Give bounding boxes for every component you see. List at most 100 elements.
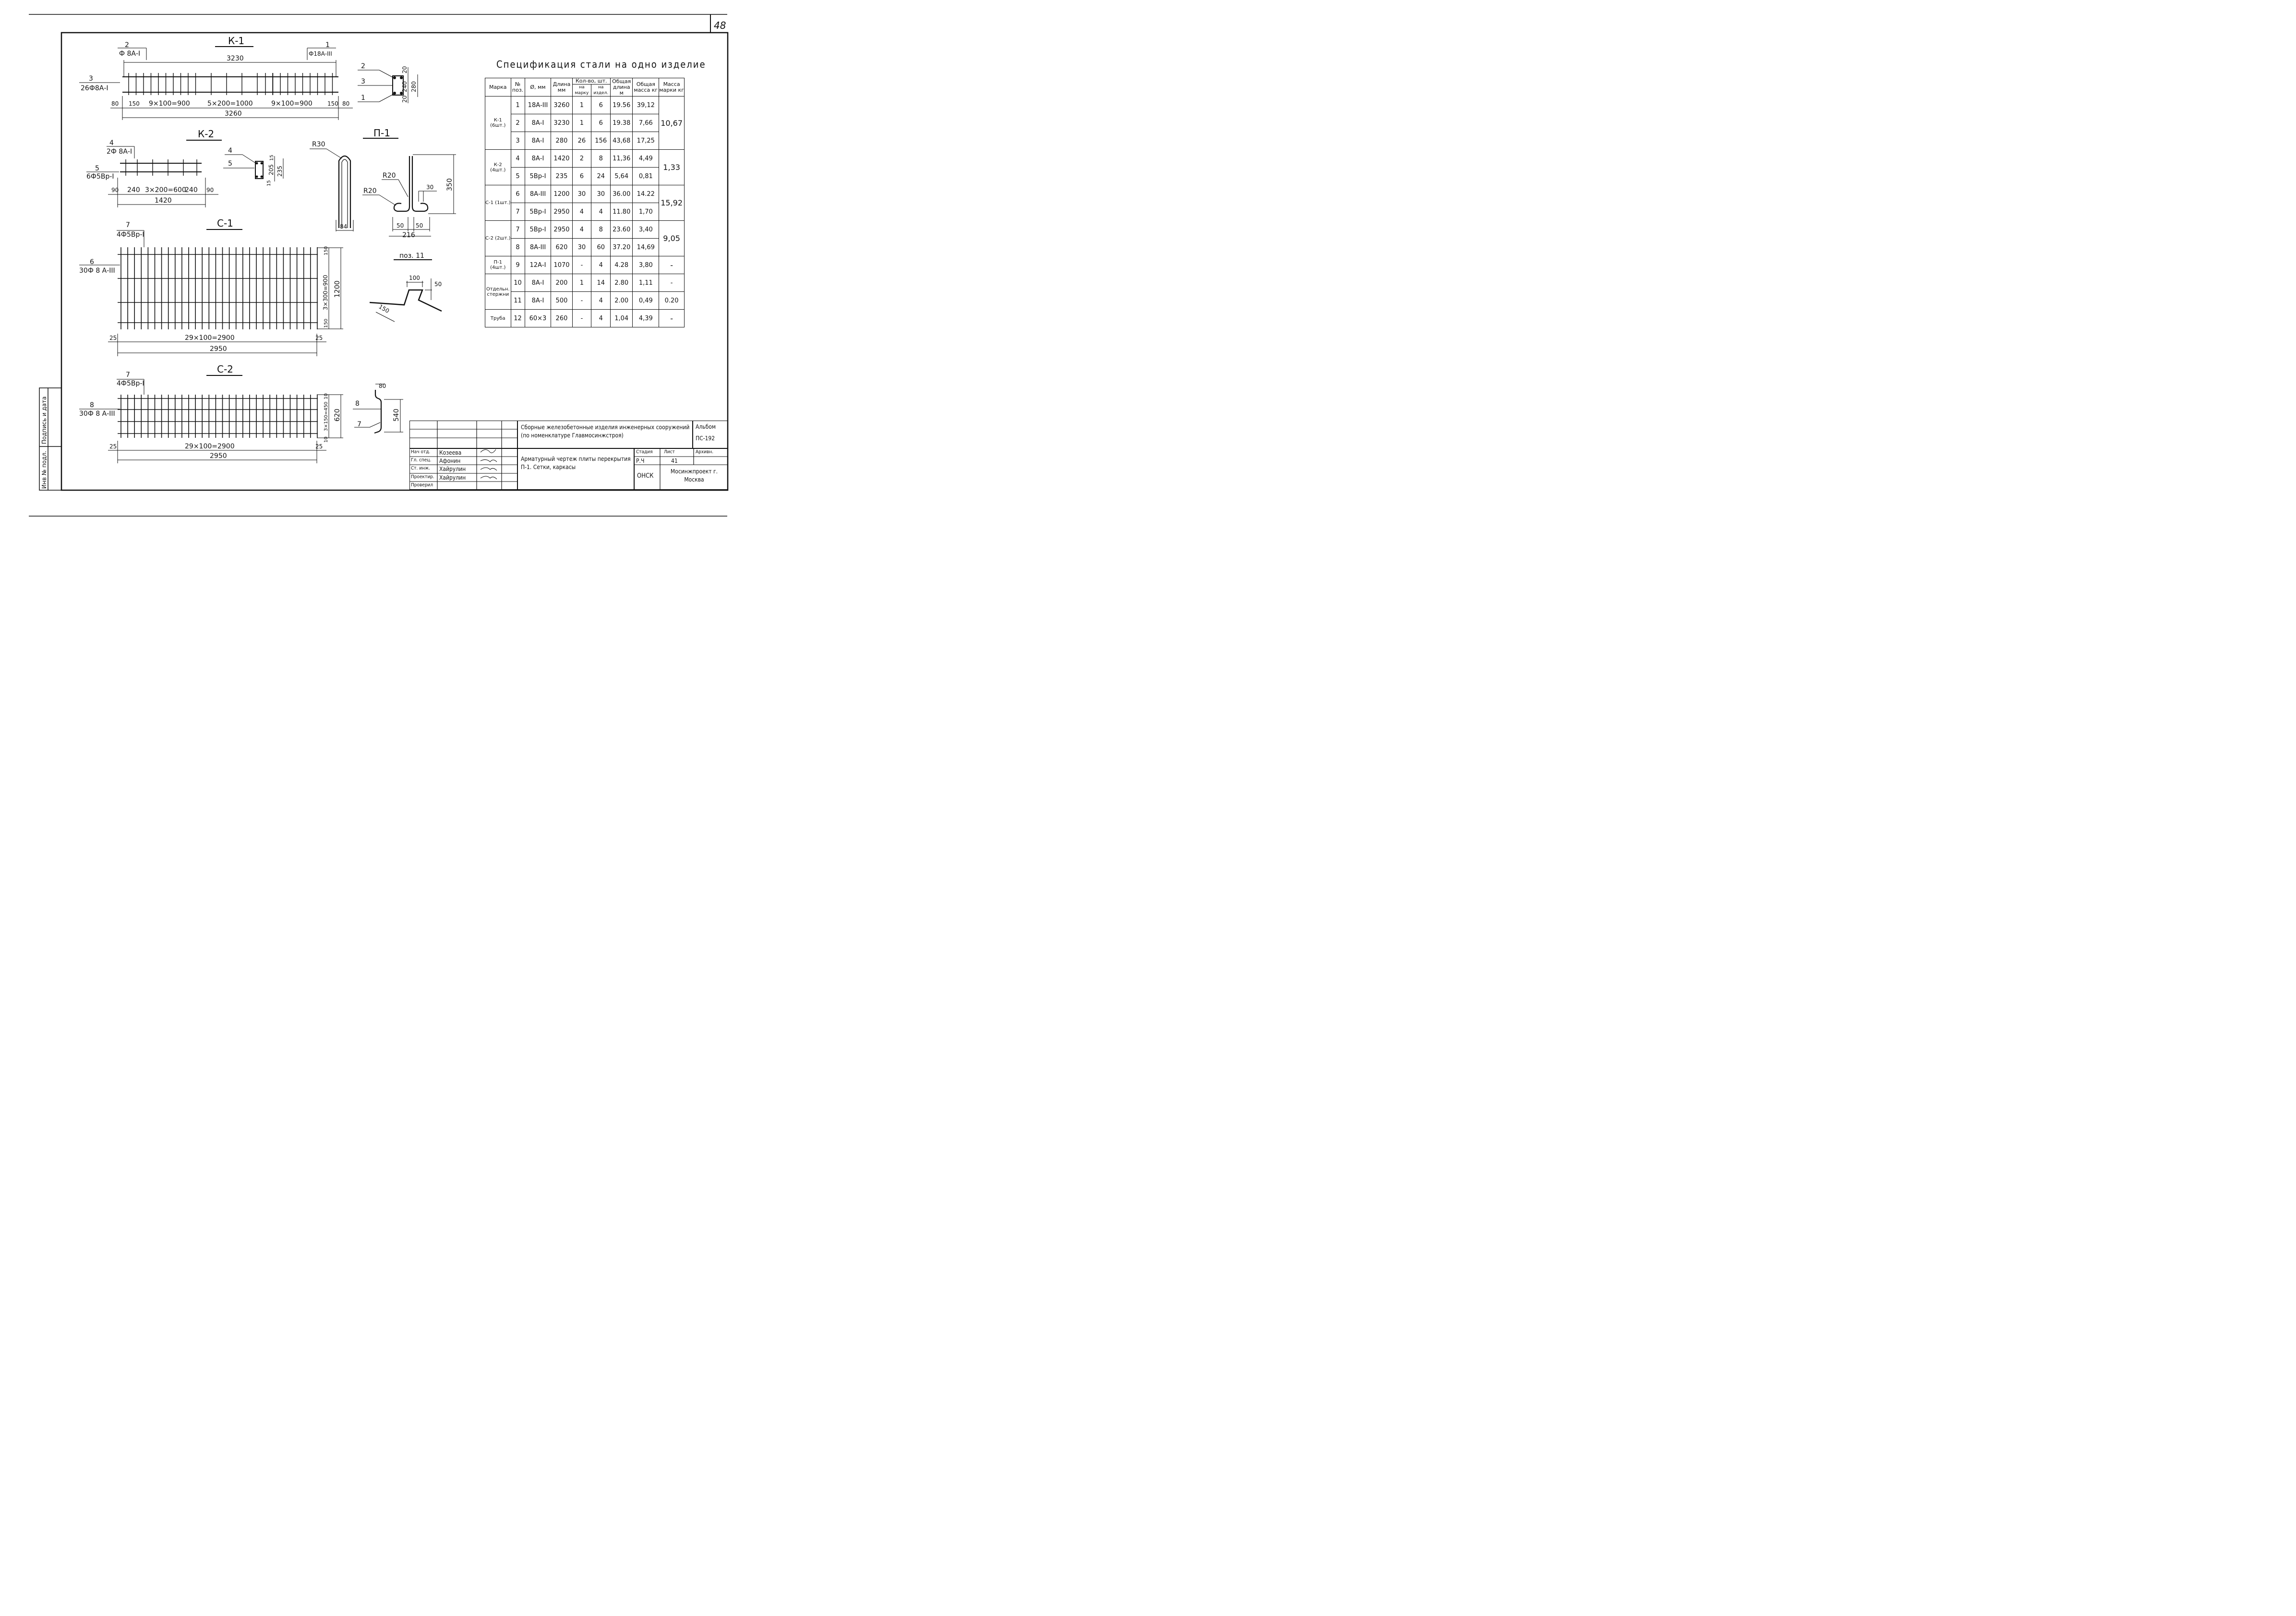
spec-cell: 4 — [591, 291, 611, 310]
spec-cell: 3230 — [551, 114, 573, 132]
k1s-dim-20b: 20 — [401, 96, 408, 103]
spec-cell: 2 — [510, 114, 525, 132]
spec-cell: 4,39 — [632, 309, 660, 327]
role-label: Проектир. — [411, 474, 434, 480]
side-strip-sign: Подпись и дата — [41, 397, 48, 444]
c1-label-pos: 7 — [126, 221, 130, 229]
spec-cell: 43,68 — [610, 132, 633, 150]
spec-cell: 36.00 — [610, 185, 633, 203]
view-c2: С-2 7 4Ф5Вр-I 8 30Ф 8 А-III 10 3×150=450… — [79, 363, 343, 463]
spec-cell: 0,81 — [632, 167, 660, 185]
p1-dim-84: 84 — [340, 223, 347, 230]
stage-label: Стадия — [636, 449, 653, 455]
k2-dim-240l: 240 — [127, 186, 140, 194]
view-k2: К-2 4 2Ф 8А-I 5 6Ф5Вр-I 90 240 3×200=600… — [86, 128, 222, 207]
k1-dim-3230: 3230 — [227, 55, 244, 62]
c1-dim-1200: 1200 — [334, 280, 341, 298]
spec-cell: 8А-I — [524, 114, 552, 132]
k1-pos3-spec: 26Ф8А-I — [81, 84, 108, 92]
pos11-dim-50b: 50 — [416, 222, 423, 229]
spec-cell: 2.80 — [610, 274, 633, 292]
k1-pos2-spec: Ф 8А-I — [119, 50, 140, 58]
k2s-dim-15b: 15 — [266, 180, 272, 186]
c1-side-spec: 30Ф 8 А-III — [79, 267, 115, 275]
spec-cell: 280 — [551, 132, 573, 150]
k1-dim-seg1: 9×100=900 — [149, 100, 190, 108]
k2-dim-seg: 3×200=600 — [145, 186, 186, 194]
spec-cell: 8 — [510, 238, 525, 256]
spec-cell: 3,40 — [632, 220, 660, 239]
spec-cell: 5 — [510, 167, 525, 185]
k1s-dim-20t: 20 — [401, 66, 408, 73]
c2-side-pos: 8 — [90, 401, 94, 409]
c2-title: С-2 — [217, 363, 233, 375]
k1-pos1-spec: Ф18А-III — [309, 50, 332, 57]
spec-cell: 11.80 — [610, 203, 633, 221]
project-title: Сборные железобетонные изделия инженерны… — [521, 424, 690, 439]
c1-dim-seg: 3×300=900 — [322, 275, 329, 310]
k2-pos4: 4 — [109, 139, 114, 147]
view-k1: К-1 2 Ф 8А-I 1 Ф18А-III 3 26Ф8А-I 3230 8… — [79, 35, 353, 120]
spec-cell: 4 — [572, 203, 592, 221]
role-label: Гл. спец. — [411, 458, 432, 463]
k1s-pos3: 3 — [361, 78, 365, 85]
side-strip-inv: Инв № подл. — [41, 451, 48, 489]
spec-cell: 19.38 — [610, 114, 633, 132]
c2-side-spec: 30Ф 8 А-III — [79, 410, 115, 418]
spec-cell: - — [572, 291, 592, 310]
title-block: Сборные железобетонные изделия инженерны… — [409, 421, 728, 490]
spec-cell: 235 — [551, 167, 573, 185]
k1-dim-seg2: 5×200=1000 — [207, 100, 253, 108]
pos12-dim-100: 100 — [409, 275, 420, 281]
spec-mark-cell: П-1 (4шт.) — [485, 256, 511, 274]
spec-cell: 14 — [591, 274, 611, 292]
spec-cell: 260 — [551, 309, 573, 327]
c2-dim-25r: 25 — [315, 443, 323, 450]
hdr-pos: № поз. — [510, 78, 525, 96]
c1-side-pos: 6 — [90, 258, 94, 266]
drawing-canvas: 4 8 Инв № подл. Подпись и дата К-1 2 Ф 8А… — [29, 14, 729, 517]
spec-cell: 8А-I — [524, 132, 552, 150]
k2-dim-1420: 1420 — [155, 197, 172, 205]
role-name: Хайрулин — [439, 474, 466, 481]
sheet-title: Арматурный чертеж плиты перекрытия П-1. … — [521, 456, 631, 470]
c1-dim-25l: 25 — [109, 335, 117, 341]
spec-cell: 4 — [591, 309, 611, 327]
k1s-pos1: 1 — [361, 94, 365, 102]
c2-dim-10t: 10 — [324, 393, 329, 399]
k2s-dim-205: 205 — [268, 164, 275, 175]
spec-cell: 4 — [591, 256, 611, 274]
spec-cell: 8А-I — [524, 149, 552, 168]
spec-cell: 0,49 — [632, 291, 660, 310]
pos12-dim-150: 150 — [378, 303, 391, 314]
k1-dim-80l: 80 — [111, 100, 119, 107]
spec-cell: 9 — [510, 256, 525, 274]
hdr-qty-mark: на марку — [572, 84, 592, 96]
spec-cell: 3260 — [551, 96, 573, 114]
k1-dim-80r: 80 — [342, 100, 349, 107]
p1-title: П-1 — [373, 127, 390, 139]
hdr-dia: Ø, мм — [524, 78, 552, 96]
spec-cell: 3 — [510, 132, 525, 150]
spec-cell: 23.60 — [610, 220, 633, 239]
spec-mass-cell: - — [659, 274, 685, 292]
spec-cell: 7,66 — [632, 114, 660, 132]
spec-cell: 620 — [551, 238, 573, 256]
spec-cell: 24 — [591, 167, 611, 185]
c2-dim-620: 620 — [334, 409, 341, 422]
spec-cell: 12 — [510, 309, 525, 327]
view-k1-section: 2 3 1 20 240 20 280 — [358, 62, 418, 103]
p1-r30: R30 — [312, 141, 325, 148]
signature-3 — [480, 467, 497, 471]
spec-mass-cell: 10,67 — [659, 96, 685, 150]
k1-title: К-1 — [228, 35, 244, 47]
spec-cell: 1,70 — [632, 203, 660, 221]
spec-table-title: Спецификация стали на одно изделие — [496, 59, 706, 70]
signature-2 — [480, 459, 497, 462]
